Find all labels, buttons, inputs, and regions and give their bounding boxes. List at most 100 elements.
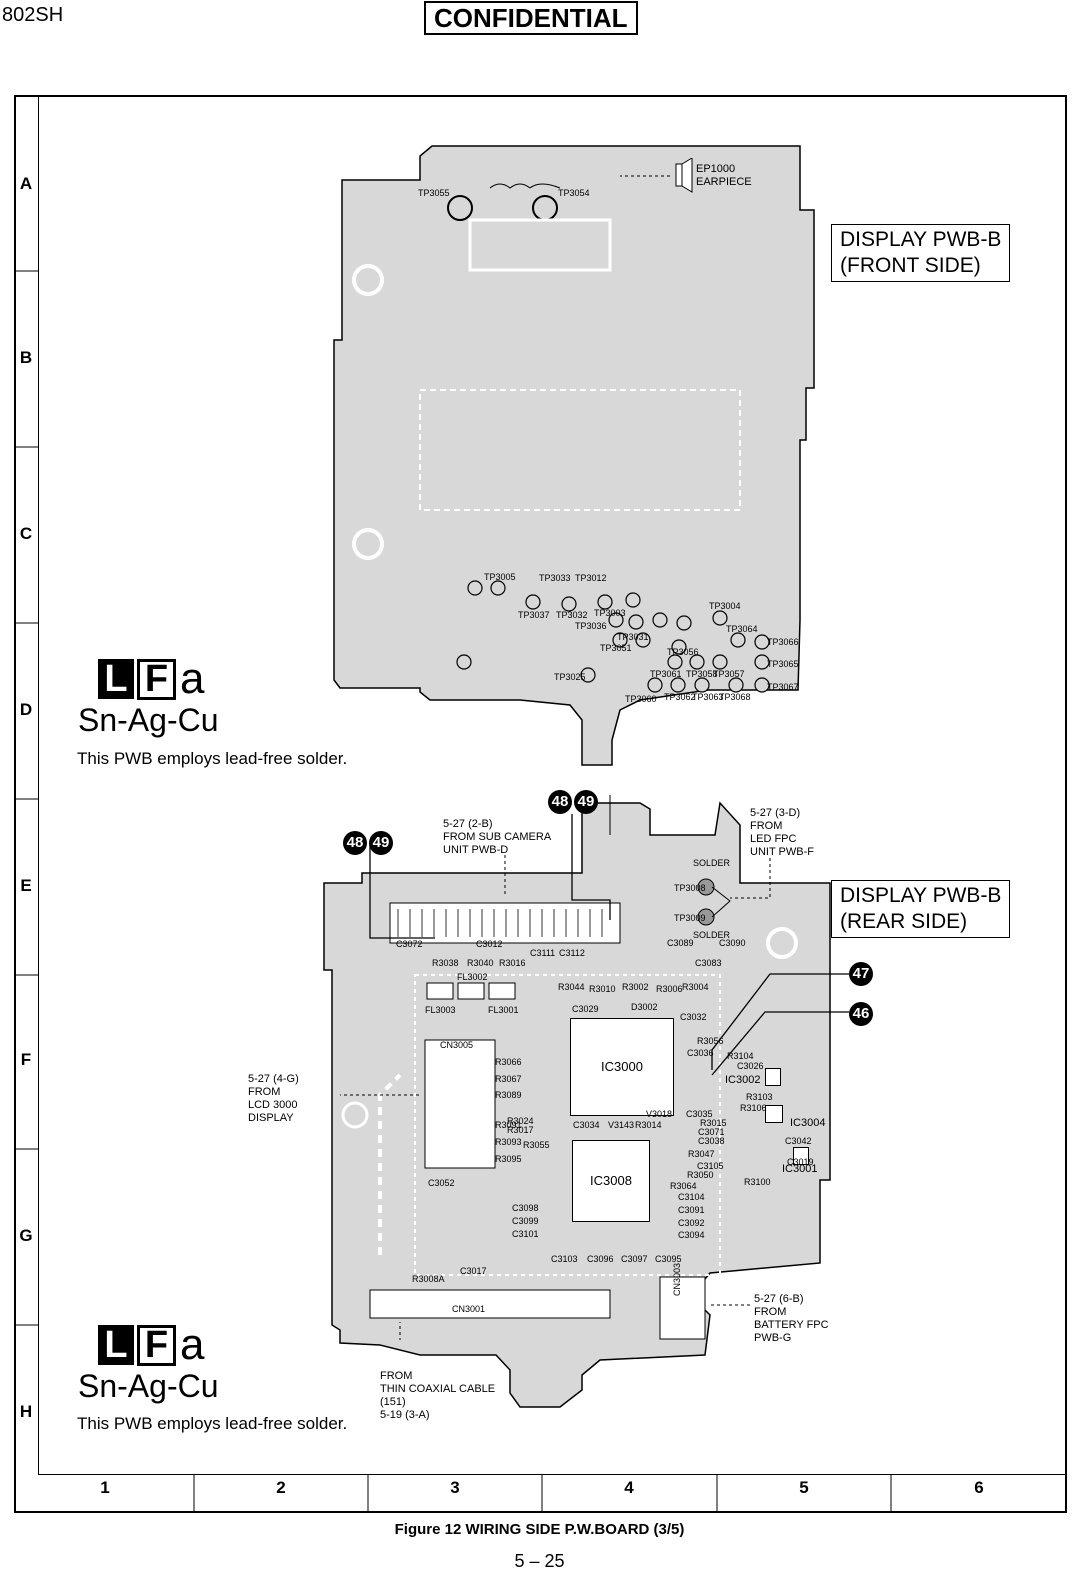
part-label: TP3009 <box>674 913 706 923</box>
col-label-1: 1 <box>100 1478 110 1497</box>
part-label: C3099 <box>512 1216 539 1226</box>
rear-board-side: (REAR SIDE) <box>840 910 968 933</box>
part-label: R3106 <box>740 1103 767 1113</box>
tp-label: TP3061 <box>650 669 682 679</box>
tp-label: TP3067 <box>767 682 799 692</box>
tp-label: TP3054 <box>558 188 590 198</box>
lf-l-letter: L <box>98 659 134 699</box>
figure-caption: Figure 12 WIRING SIDE P.W.BOARD (3/5) <box>394 1521 685 1538</box>
part-label: R3095 <box>495 1154 522 1164</box>
part-label: C3017 <box>460 1266 487 1276</box>
part-label: R3067 <box>495 1074 522 1084</box>
lf-f-letter: F <box>137 1324 176 1366</box>
part-label: R3014 <box>635 1120 662 1130</box>
part-label: C3105 <box>697 1161 724 1171</box>
note-line: BATTERY FPC <box>754 1319 829 1331</box>
lead-free-note: This PWB employs lead-free solder. <box>77 749 348 768</box>
part-label: C3042 <box>785 1136 812 1146</box>
tp-label: TP3068 <box>719 692 751 702</box>
part-label: C3097 <box>621 1254 648 1264</box>
coax-note: FROM THIN COAXIAL CABLE (151) 5-19 (3-A) <box>380 1370 495 1422</box>
part-label: R3104 <box>727 1051 754 1061</box>
tp-label: TP3051 <box>600 643 632 653</box>
note-line: UNIT PWB-F <box>750 846 814 858</box>
part-label: C3038 <box>698 1136 725 1146</box>
tp-label: TP3064 <box>726 624 758 634</box>
part-label: C3089 <box>667 938 694 948</box>
row-label-b: B <box>19 348 33 367</box>
note-line: LCD 3000 <box>248 1099 298 1111</box>
part-label: R3093 <box>495 1137 522 1147</box>
note-line: FROM <box>248 1086 281 1098</box>
col-label-4: 4 <box>624 1478 634 1497</box>
part-label: C3090 <box>719 938 746 948</box>
cn3001-label: CN3001 <box>452 1304 486 1314</box>
part-label: C3034 <box>573 1120 600 1130</box>
page-number: 5 – 25 <box>514 1551 565 1571</box>
part-label: C3052 <box>428 1178 455 1188</box>
part-label: R3047 <box>688 1149 715 1159</box>
tp-label: TP3032 <box>556 610 588 620</box>
ic3001-label: IC3001 <box>782 1163 818 1175</box>
part-label: R3038 <box>432 958 459 968</box>
sub-camera-note: 5-27 (2-B) FROM SUB CAMERA UNIT PWB-D <box>443 818 551 857</box>
tp-label: TP3066 <box>767 637 799 647</box>
part-label: R3103 <box>746 1092 773 1102</box>
solder-alloy: Sn-Ag-Cu <box>78 702 219 738</box>
tp-label: TP3062 <box>664 692 696 702</box>
note-line: THIN COAXIAL CABLE <box>380 1383 496 1395</box>
row-ticks <box>14 270 39 1326</box>
tp-label: TP3065 <box>767 659 799 669</box>
callout-47: 47 <box>849 962 873 986</box>
part-label: C3112 <box>559 948 585 958</box>
tp-label: TP3037 <box>518 610 550 620</box>
row-divider <box>38 95 39 1475</box>
note-line: LED FPC <box>750 833 797 845</box>
col-label-2: 2 <box>276 1478 286 1497</box>
part-label: C3096 <box>587 1254 614 1264</box>
earpiece-ref: EP1000 <box>696 163 736 175</box>
part-label: R3002 <box>622 982 649 992</box>
part-label: R3056 <box>697 1036 724 1046</box>
col-label-3: 3 <box>450 1478 460 1497</box>
part-label: R3064 <box>670 1181 697 1191</box>
note-line: 5-27 (2-B) <box>443 818 493 830</box>
earpiece-name: EARPIECE <box>696 176 752 188</box>
note-line: FROM <box>380 1370 413 1382</box>
lead-free-logo: L F a <box>98 654 204 704</box>
part-label: C3032 <box>680 1012 707 1022</box>
fl3001-label: FL3001 <box>488 1005 519 1015</box>
leader-lines <box>340 814 849 1340</box>
tp-label: TP3004 <box>709 601 741 611</box>
part-label: C3071 <box>698 1127 725 1137</box>
part-label: SOLDER <box>693 858 731 868</box>
part-label: R3006 <box>656 984 683 994</box>
tp-label: TP3056 <box>667 647 699 657</box>
note-line: 5-27 (4-G) <box>248 1073 299 1085</box>
tp-label: TP3012 <box>575 573 607 583</box>
tp-label: TP3025 <box>554 672 586 682</box>
part-label: C3111 <box>530 948 556 958</box>
col-divider <box>38 1474 1067 1475</box>
part-label: C3026 <box>737 1061 764 1071</box>
tp-label: TP3057 <box>713 669 745 679</box>
row-label-g: G <box>19 1226 33 1245</box>
battery-note: 5-27 (6-B) FROM BATTERY FPC PWB-G <box>754 1293 829 1345</box>
col-label-6: 6 <box>974 1478 984 1497</box>
model-name: 802SH <box>2 4 64 26</box>
callout-48: 48 <box>343 831 367 855</box>
callout-48: 48 <box>548 790 572 814</box>
row-label-h: H <box>19 1402 33 1421</box>
part-label: R3089 <box>495 1090 522 1100</box>
note-line: FROM <box>750 820 783 832</box>
part-label: R3050 <box>687 1170 714 1180</box>
row-label-a: A <box>19 174 33 193</box>
tp-label: TP3055 <box>418 188 450 198</box>
fl3002-label: FL3002 <box>457 972 488 982</box>
lf-l-letter: L <box>98 1325 134 1365</box>
row-label-d: D <box>19 700 33 719</box>
row-label-e: E <box>20 876 32 895</box>
part-label: R3008A <box>412 1274 445 1284</box>
part-label: C3083 <box>695 958 722 968</box>
part-label: C3094 <box>678 1230 705 1240</box>
